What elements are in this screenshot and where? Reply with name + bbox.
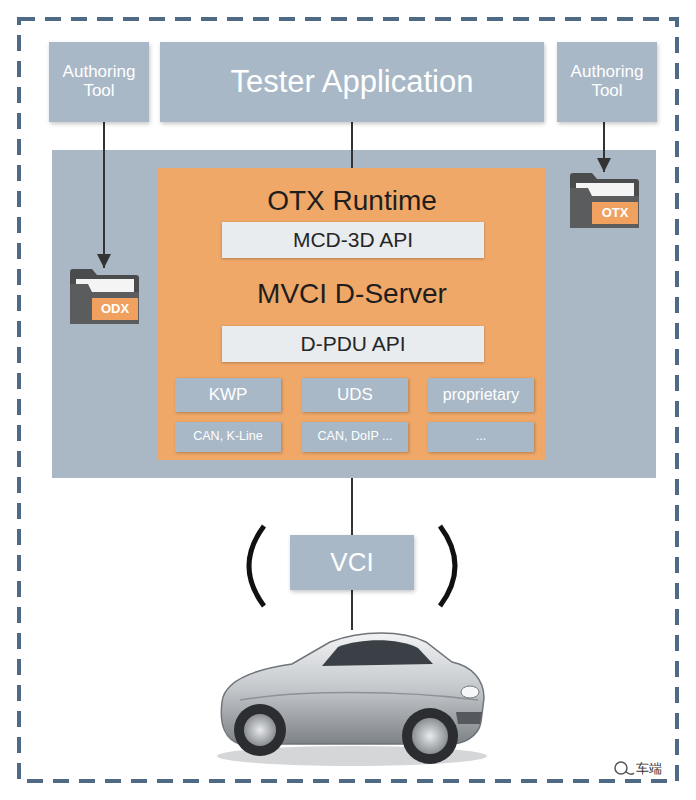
box-label: OTX: [592, 202, 638, 224]
folder-front: [70, 284, 139, 324]
car-headlight: [461, 686, 479, 698]
folder-back: [70, 269, 139, 324]
panel-ground: [52, 150, 656, 478]
panel-ground: [52, 150, 656, 478]
box-label: Authoring Tool: [563, 63, 651, 100]
box-label: Authoring Tool: [55, 63, 143, 100]
folder-icon: ODX: [68, 268, 140, 326]
box-label: ...: [476, 430, 486, 444]
protocol-box: KWP: [175, 378, 281, 412]
transport-box: CAN, K-Line: [175, 422, 281, 452]
folder-back: [570, 173, 639, 228]
folder-outline: [568, 172, 640, 230]
watermark: 车端: [636, 760, 662, 778]
protocol-box: proprietary: [428, 378, 534, 412]
box-label: ODX: [92, 298, 138, 320]
car-wheel: [234, 704, 286, 756]
interface-box: VCI: [290, 535, 414, 590]
car-grille: [456, 712, 482, 724]
dashed-frame: [19, 19, 677, 781]
box-label: MCD-3D API: [293, 228, 413, 251]
box-label: Tester Application: [231, 65, 474, 99]
protocol-band: KWP UDS proprietaryCAN, K-Line CAN, DoIP ..…: [158, 350, 546, 460]
system-panel: OTX OTX RuntimeMCD-3D API ODX MVCI D-Server…: [52, 150, 656, 478]
api-bar: D-PDU API: [222, 326, 484, 362]
box-label: OTX Runtime: [267, 186, 437, 217]
wire: [351, 590, 353, 630]
folder-tag: [92, 298, 138, 320]
watermark-icon: [626, 772, 634, 774]
transport-box: ...: [428, 422, 534, 452]
folder-outline: [68, 268, 140, 326]
application-box: Tester Application: [160, 42, 544, 122]
box-label: MVCI D-Server: [257, 279, 447, 310]
bracket: [440, 526, 455, 606]
car-rim: [412, 718, 448, 754]
box-label: KWP: [209, 386, 248, 405]
car-crease: [240, 693, 478, 701]
folder-front: [570, 188, 639, 228]
tool-box: Authoring Tool: [557, 42, 657, 122]
connector: [351, 478, 353, 535]
folder-tag: [592, 202, 638, 224]
watermark-icon: [615, 762, 634, 774]
bracket: [249, 526, 264, 606]
tool-box: Authoring Tool: [49, 42, 149, 122]
car-rim: [244, 714, 276, 746]
car-wheel: [402, 708, 458, 764]
car-window: [322, 640, 433, 666]
box-label: CAN, K-Line: [193, 430, 262, 444]
connector: [603, 122, 605, 172]
folder-icon: OTX: [568, 172, 640, 230]
box-label: CAN, DoIP ...: [318, 430, 393, 444]
car-illustration: [217, 633, 487, 766]
box-label: D-PDU API: [300, 332, 405, 355]
protocol-box: UDS: [302, 378, 408, 412]
box-label: UDS: [337, 386, 373, 405]
connector: [103, 122, 105, 268]
watermark-icon: [615, 762, 627, 774]
box-label: proprietary: [443, 386, 519, 404]
api-bar: MCD-3D API: [222, 222, 484, 258]
transport-box: CAN, DoIP ...: [302, 422, 408, 452]
connector: [351, 122, 353, 168]
box-label: VCI: [330, 548, 373, 577]
